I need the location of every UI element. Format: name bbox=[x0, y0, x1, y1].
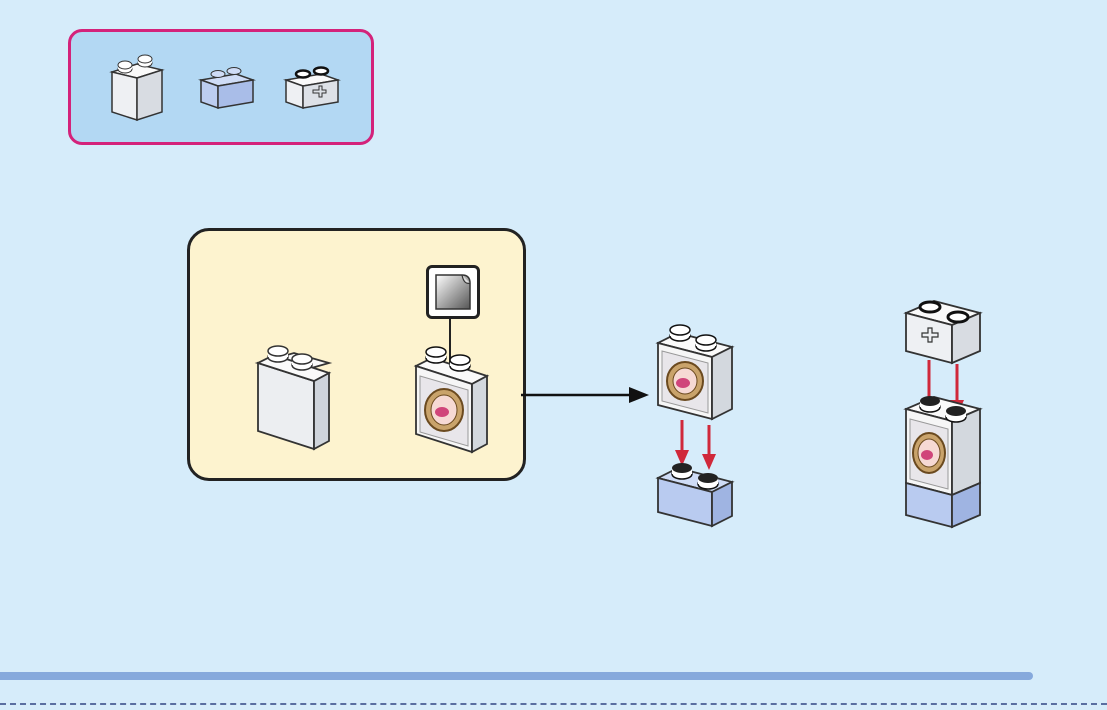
step-axle-brick-icon bbox=[900, 295, 990, 365]
footer-rule bbox=[0, 672, 1033, 680]
light-blue-brick-1x2-icon bbox=[196, 60, 256, 120]
sub-assembly-panel bbox=[187, 228, 526, 481]
page-edge-dashes bbox=[0, 703, 1107, 705]
step-mirror-brick-icon bbox=[652, 325, 742, 425]
white-brick-1x2x2-icon bbox=[254, 343, 344, 453]
white-brick-1x2-axle-hole-icon bbox=[281, 58, 341, 118]
white-brick-1x2x2-icon bbox=[107, 42, 167, 122]
step-light-blue-brick-icon bbox=[652, 460, 742, 530]
printed-mirror-brick-icon bbox=[412, 346, 502, 456]
parts-list-panel bbox=[68, 29, 374, 145]
sticker-icon bbox=[434, 273, 472, 311]
step-stacked-assembly-icon bbox=[900, 395, 990, 530]
flow-arrow-icon bbox=[521, 385, 651, 405]
sticker-callout-box bbox=[426, 265, 480, 319]
